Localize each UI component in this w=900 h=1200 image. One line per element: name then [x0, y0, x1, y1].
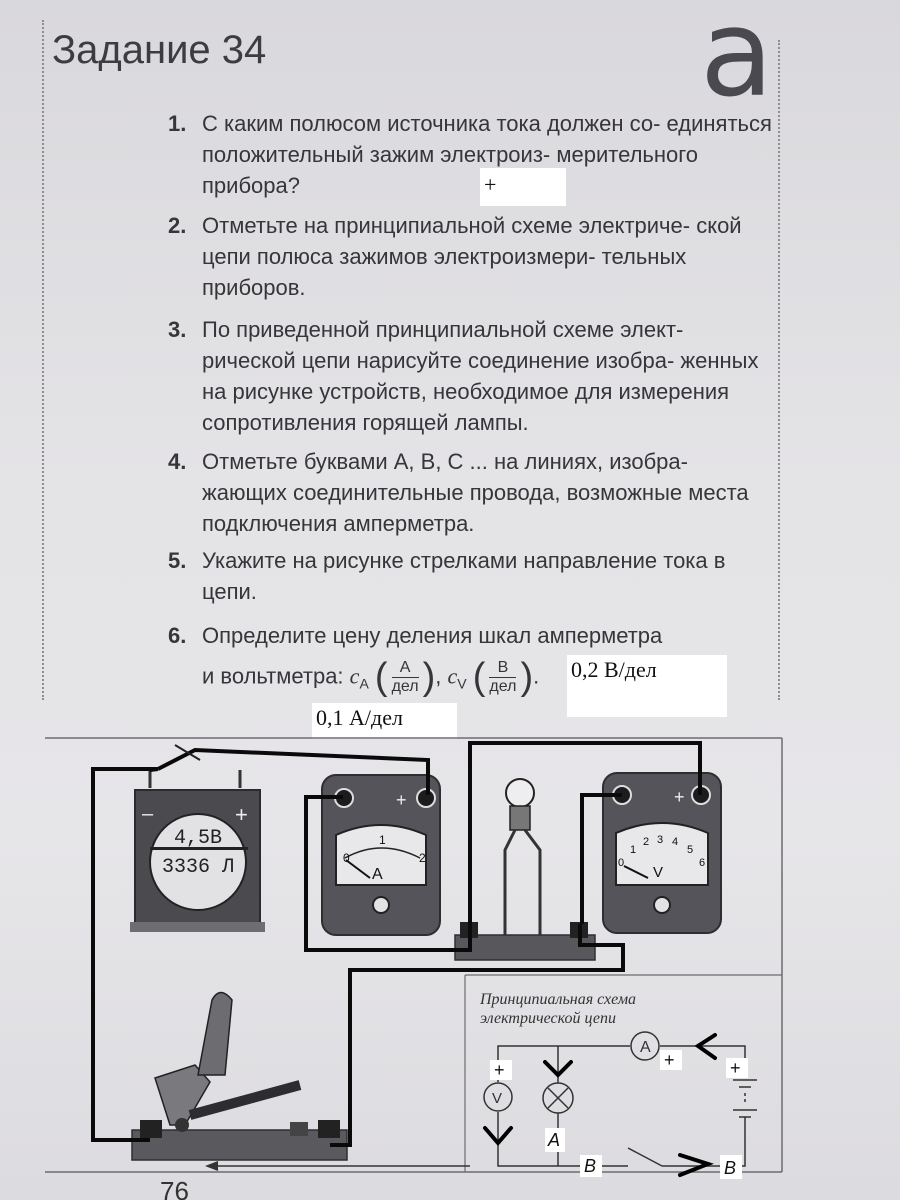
label-a: A	[547, 1130, 560, 1150]
battery: 4,5В 3336 Л – +	[130, 770, 265, 932]
ammeter: + 0 1 2 A	[321, 774, 441, 936]
task-3: 3. По приведенной принципиальной схеме э…	[168, 314, 768, 439]
task-1: 1. С каким полюсом источника тока должен…	[168, 108, 772, 203]
schematic-ammeter-label: A	[640, 1039, 651, 1056]
formula-ca: c	[349, 663, 360, 689]
label-b1: B	[584, 1156, 596, 1176]
formula-ca-sub: A	[359, 675, 369, 692]
battery-voltage: 4,5В	[174, 827, 222, 850]
voltmeter-plus: +	[674, 787, 685, 807]
task-text: По приведенной принципиальной схеме элек…	[202, 317, 759, 435]
variant-letter: a	[700, 0, 774, 124]
task-number: 3.	[168, 317, 187, 342]
battery-minus: –	[142, 803, 154, 825]
knife-switch	[131, 991, 348, 1161]
answer-box-voltmeter[interactable]: 0,2 В/дел	[567, 655, 727, 717]
margin-dotted-line-right	[778, 40, 780, 700]
drawn-wires	[91, 741, 702, 1147]
fraction-num: А	[399, 659, 411, 676]
voltmeter: + 0 1 2 3 4 5 6 V	[602, 772, 722, 934]
fraction-num: В	[497, 659, 509, 676]
page-number: 76	[160, 1176, 189, 1200]
task-number: 6.	[168, 623, 187, 648]
task-number: 5.	[168, 548, 187, 573]
task-text: Отметьте на принципиальной схеме электри…	[202, 213, 742, 300]
label-b2: B	[724, 1158, 736, 1178]
ammeter-scale-0: 0	[343, 851, 350, 865]
current-arrows	[483, 1033, 717, 1177]
page-title: Задание 34	[52, 28, 267, 72]
ammeter-scale-2: 2	[419, 851, 426, 865]
fraction-den: дел	[489, 677, 517, 695]
task-number: 1.	[168, 111, 187, 136]
voltmeter-scale-1: 1	[630, 844, 636, 856]
task-text: Укажите на рисунке стрелками направление…	[202, 548, 726, 604]
margin-dotted-line	[42, 20, 44, 700]
battery-plus-mark: +	[730, 1058, 741, 1078]
voltmeter-symbol: V	[653, 864, 663, 881]
ammeter-plus: +	[396, 790, 407, 810]
answer-box-ammeter[interactable]: 0,1 А/дел	[312, 703, 457, 739]
schematic-voltmeter-label: V	[492, 1090, 502, 1107]
schematic-title-1: Принципиальная схема	[479, 991, 636, 1008]
voltmeter-scale-4: 4	[672, 836, 678, 848]
task-text: Определите цену деления шкал амперметра	[202, 623, 663, 648]
formula-prefix: и вольтметра:	[202, 663, 344, 689]
ammeter-plus-mark: +	[664, 1050, 675, 1070]
task-5: 5. Укажите на рисунке стрелками направле…	[168, 545, 768, 607]
voltmeter-scale-2: 2	[643, 836, 649, 848]
schematic: Принципиальная схема электрической цепи	[479, 991, 757, 1179]
task-6: 6. Определите цену деления шкал ампермет…	[168, 620, 768, 651]
battery-plus: +	[235, 802, 248, 827]
schematic-title-2: электрической цепи	[480, 1010, 616, 1027]
task-text: Отметьте буквами A, B, C ... на линиях, …	[202, 449, 749, 536]
fraction-den: дел	[391, 677, 419, 695]
formula-cv-sub: V	[457, 675, 467, 692]
voltmeter-plus-mark: +	[494, 1060, 505, 1080]
task-number: 2.	[168, 213, 187, 238]
voltmeter-scale-0: 0	[618, 857, 624, 869]
task-2: 2. Отметьте на принципиальной схеме элек…	[168, 210, 768, 305]
ammeter-symbol: A	[372, 866, 383, 883]
lamp-stand	[454, 778, 596, 961]
voltmeter-scale-3: 3	[657, 834, 663, 846]
ammeter-scale-1: 1	[379, 833, 386, 847]
task-text: С каким полюсом источника тока должен со…	[202, 111, 772, 198]
voltmeter-scale-5: 5	[687, 844, 693, 856]
answer-box-1[interactable]: +	[480, 168, 566, 206]
voltmeter-scale-6: 6	[699, 857, 705, 869]
formula-cv: c	[447, 663, 458, 689]
task-number: 4.	[168, 449, 187, 474]
battery-model: 3336 Л	[162, 856, 234, 879]
task-4: 4. Отметьте буквами A, B, C ... на линия…	[168, 446, 768, 541]
